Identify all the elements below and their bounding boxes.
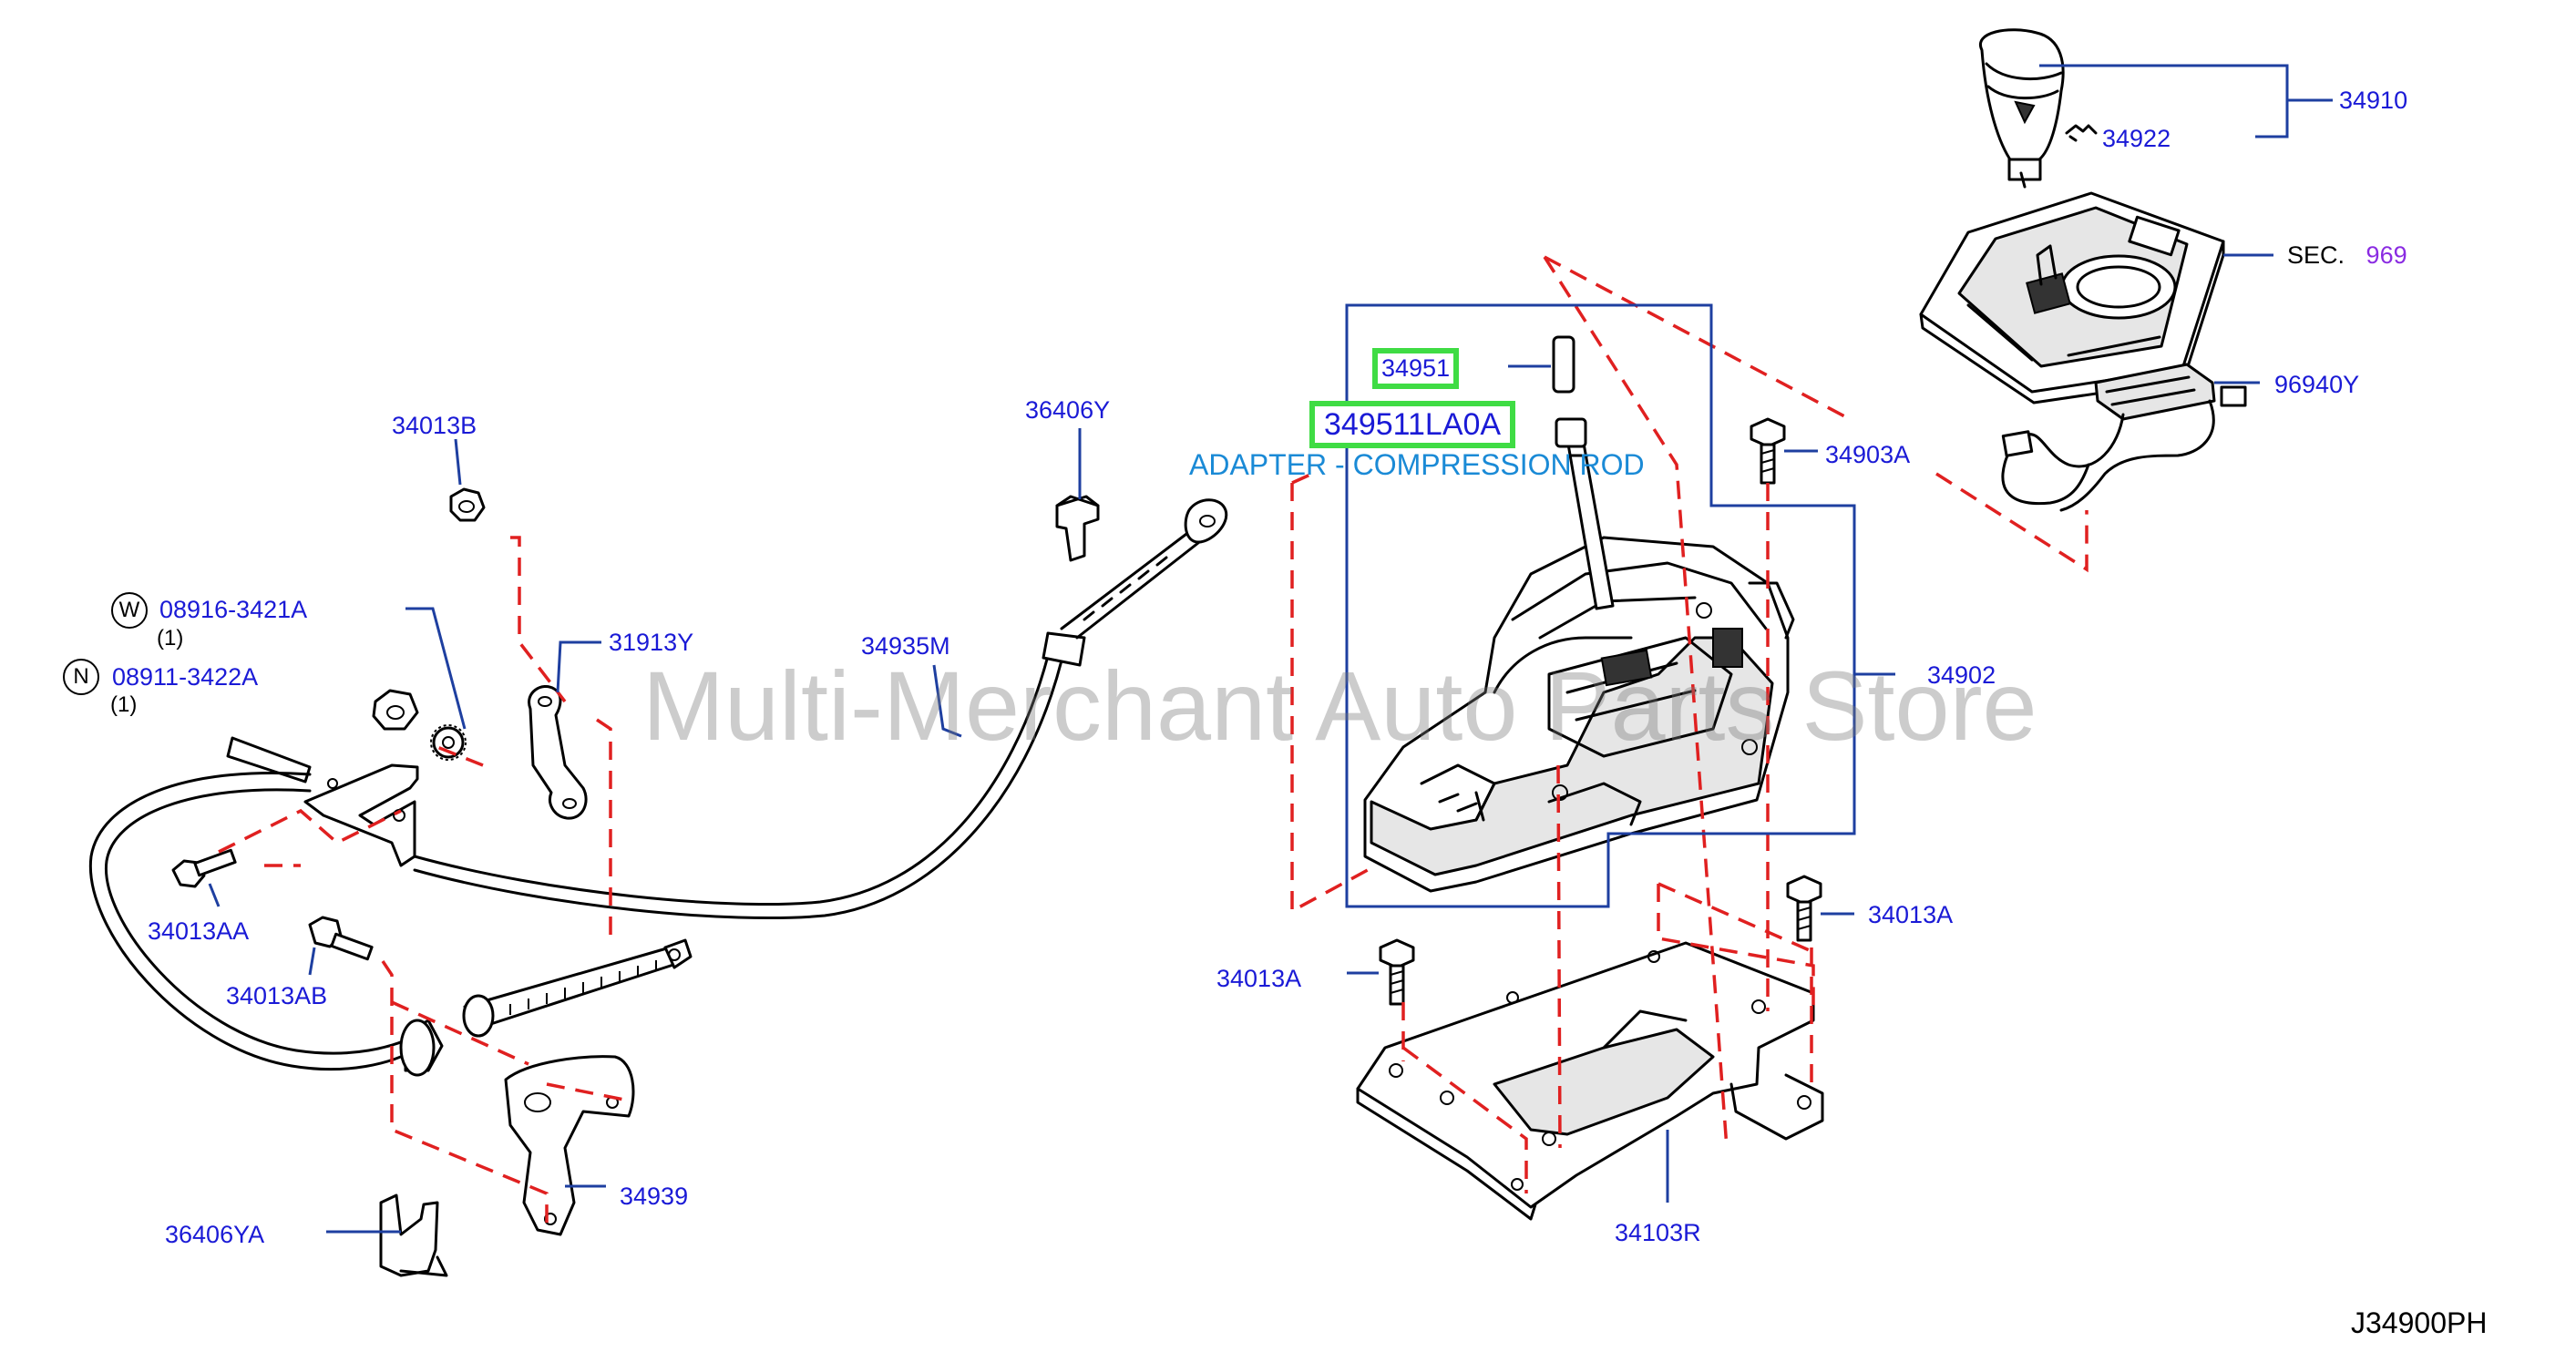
cable-bracket [226,736,419,867]
nut-34013B [449,487,486,522]
label-34939[interactable]: 34939 [620,1183,689,1210]
lever-31913Y [528,685,588,820]
bracket-plate [1356,941,1824,1221]
label-08911-3422A[interactable]: 08911-3422A [112,663,259,691]
qty-08911: (1) [110,692,138,717]
label-34935M[interactable]: 34935M [861,632,950,660]
label-34013A-right[interactable]: 34013A [1868,901,1954,928]
label-34013A-left[interactable]: 34013A [1216,965,1302,992]
shift-indicator-harness [2001,363,2247,512]
label-34903A[interactable]: 34903A [1825,441,1911,468]
bolt-34903A [1750,417,1786,485]
control-cable-34935M [88,498,1228,1071]
label-34103R[interactable]: 34103R [1615,1219,1701,1246]
sec-prefix: SEC. [2287,241,2345,269]
label-34013AB[interactable]: 34013AB [226,982,328,1009]
bolt-34013AA [171,848,237,888]
highlight-part-34951[interactable]: 34951 [1372,348,1460,389]
console-finisher [1919,191,2225,405]
label-36406Y[interactable]: 36406Y [1025,396,1111,424]
bolt-34013AB [308,916,374,961]
n-circle-marker: N [63,659,99,695]
watermark: Multi-Merchant Auto Parts Store [642,650,2037,761]
cable-adjuster [399,938,693,1077]
diagram-code: J34900PH [2351,1306,2488,1339]
bolt-34013A-right [1786,875,1822,942]
bracket-34939 [504,1055,635,1236]
label-34902[interactable]: 34902 [1927,661,1996,689]
label-34013B[interactable]: 34013B [392,412,477,439]
knob-clip [2065,124,2098,142]
compression-rod-adapter [1552,335,1575,394]
clip-36406YA [379,1193,448,1277]
label-34013AA[interactable]: 34013AA [148,917,250,945]
shift-knob [1978,28,2065,189]
nut-08911 [372,689,419,731]
label-31913Y[interactable]: 31913Y [609,629,694,656]
label-08916-3421A[interactable]: 08916-3421A [159,596,308,623]
label-36406YA[interactable]: 36406YA [165,1221,265,1248]
assembly-phantom-lines [218,255,2089,1225]
control-device-assembly [1363,536,1795,893]
part-description: ADAPTER - COMPRESSION ROD [1189,448,1645,481]
sec-number[interactable]: 969 [2366,241,2407,269]
qty-08916: (1) [157,626,184,650]
leader-lines [208,64,2333,1234]
label-sec[interactable]: SEC. 969 [2287,243,2407,268]
bolt-34013A-left [1379,938,1415,1006]
control-rod [1555,417,1615,610]
washer-08916 [430,724,467,761]
w-circle-marker: W [111,592,148,629]
highlight-part-349511LA0A[interactable]: 349511LA0A [1309,401,1516,448]
label-96940Y[interactable]: 96940Y [2274,371,2360,398]
label-34922[interactable]: 34922 [2102,125,2171,152]
label-34910[interactable]: 34910 [2339,87,2408,114]
clip-36406Y [1055,495,1100,562]
